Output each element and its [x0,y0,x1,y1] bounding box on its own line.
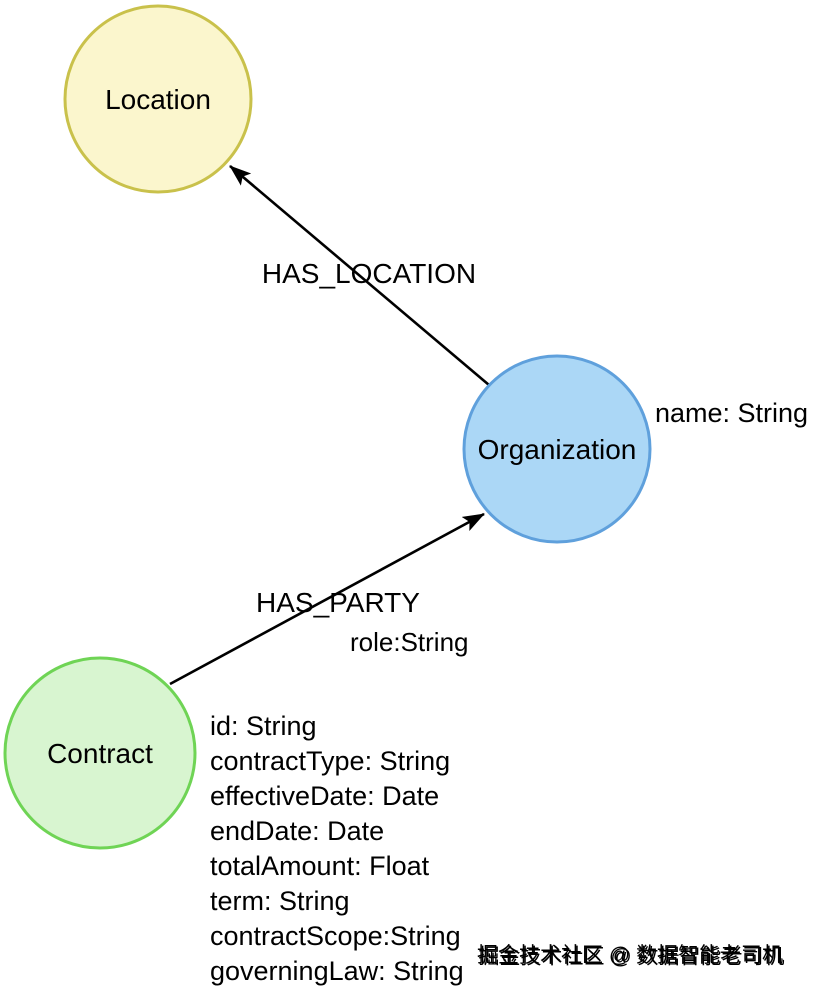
node-contract-circle [3,656,197,850]
node-location-label: Location [105,84,211,115]
edge-has-location-label: HAS_LOCATION [262,258,476,289]
contract-property-line: contractScope:String [210,921,461,951]
edge-has-location-line [229,165,490,386]
node-organization-circle [462,354,652,544]
contract-property-line: term: String [210,886,350,916]
contract-property-list: id: String contractType: String effectiv… [210,711,464,986]
contract-property-line: endDate: Date [210,816,384,846]
node-contract-label: Contract [47,738,153,769]
edge-has-party-line [169,512,485,686]
contract-property-line: totalAmount: Float [210,851,430,881]
contract-property-line: effectiveDate: Date [210,781,439,811]
contract-property-line: governingLaw: String [210,956,464,986]
watermark-shadow: 掘金技术社区 @ 数据智能老司机 [479,946,785,969]
node-location-circle [63,4,253,194]
node-organization-label: Organization [478,434,637,465]
organization-property-label: name: String [655,398,808,428]
edge-has-party-property-label: role:String [350,627,469,657]
contract-property-line: id: String [210,711,317,741]
watermark: 掘金技术社区 @ 数据智能老司机 [477,944,783,967]
edge-has-party-label: HAS_PARTY [256,587,420,618]
contract-property-line: contractType: String [210,746,450,776]
